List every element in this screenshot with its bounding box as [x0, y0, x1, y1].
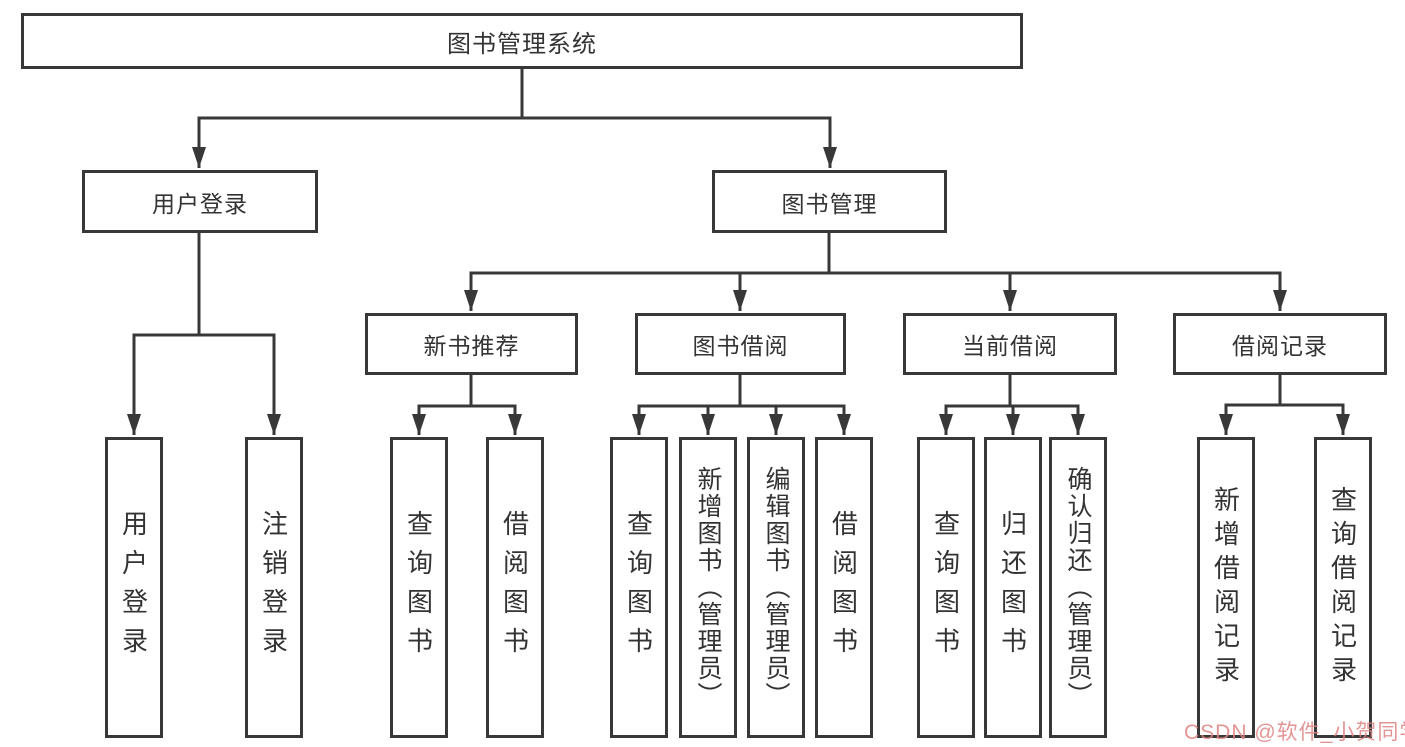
leaf-label: 查询图书	[930, 509, 961, 666]
node-label: 图书管理	[781, 190, 878, 217]
leaf-label: 新增图书（管理员）	[694, 466, 722, 709]
leaf-label: 编辑图书（管理员）	[762, 466, 790, 709]
leaf-label: 查询图书	[623, 509, 654, 666]
leaf-confirm-return-admin: 确认归还（管理员）	[1049, 437, 1107, 738]
leaf-edit-books-admin: 编辑图书（管理员）	[747, 437, 805, 738]
leaf-logout: 注销登录	[245, 437, 303, 738]
node-label: 当前借阅	[962, 333, 1058, 359]
leaf-label: 归还图书	[997, 509, 1028, 666]
node-book-borrow: 图书借阅	[635, 313, 846, 375]
leaf-label: 确认归还（管理员）	[1064, 466, 1092, 709]
leaf-label: 用户登录	[118, 509, 149, 666]
node-label: 借阅记录	[1232, 333, 1328, 359]
node-label: 图书管理系统	[447, 30, 597, 58]
leaf-query-books-1: 查询图书	[390, 437, 448, 738]
node-new-book-recommend: 新书推荐	[365, 313, 578, 375]
leaf-query-borrow-record: 查询借阅记录	[1314, 437, 1372, 738]
leaf-add-books-admin: 新增图书（管理员）	[679, 437, 737, 738]
node-library-management-system: 图书管理系统	[21, 13, 1023, 69]
leaf-label: 借阅图书	[499, 509, 530, 666]
node-user-login: 用户登录	[82, 170, 318, 233]
leaf-user-login: 用户登录	[105, 437, 163, 738]
node-label: 用户登录	[152, 190, 248, 217]
leaf-return-books: 归还图书	[984, 437, 1042, 738]
node-label: 新书推荐	[423, 333, 520, 359]
leaf-label: 新增借阅记录	[1210, 485, 1241, 690]
leaf-borrow-books-2: 借阅图书	[815, 437, 873, 738]
csdn-watermark: CSDN @软件_小贺同学	[1184, 721, 1405, 744]
leaf-query-books-2: 查询图书	[610, 437, 668, 738]
node-current-borrow: 当前借阅	[903, 313, 1117, 375]
leaf-borrow-books-1: 借阅图书	[486, 437, 544, 738]
leaf-add-borrow-record: 新增借阅记录	[1197, 437, 1255, 738]
leaf-label: 查询图书	[403, 509, 434, 666]
leaf-label: 查询借阅记录	[1327, 485, 1358, 690]
leaf-query-books-3: 查询图书	[917, 437, 975, 738]
node-book-management: 图书管理	[712, 170, 947, 233]
leaf-label: 借阅图书	[828, 509, 859, 666]
leaf-label: 注销登录	[258, 509, 289, 666]
node-label: 图书借阅	[692, 333, 789, 359]
node-borrow-record: 借阅记录	[1173, 313, 1387, 375]
